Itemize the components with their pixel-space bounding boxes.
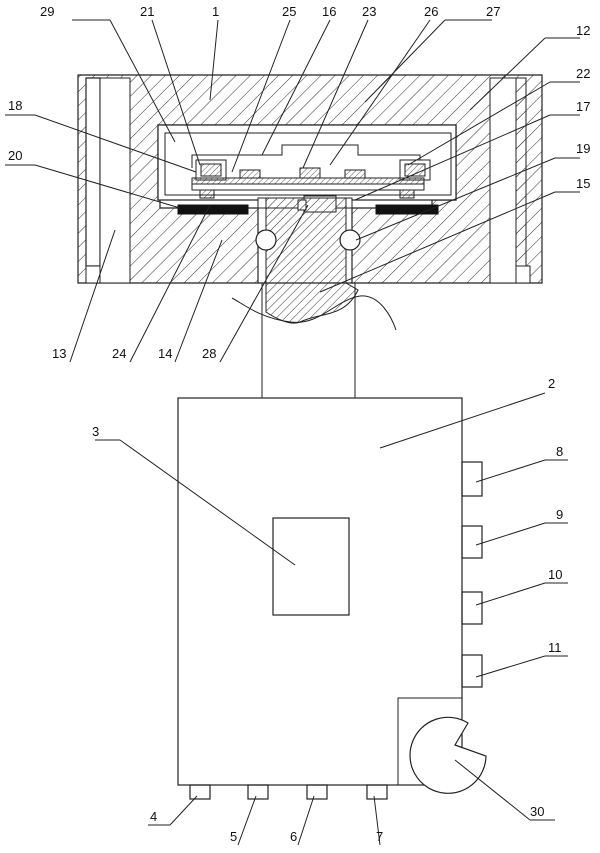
label-16: 16 [322,4,336,19]
part-labels: 1 29 21 25 16 23 26 27 12 22 17 19 15 18… [8,4,590,844]
wheel [409,716,487,794]
label-23: 23 [362,4,376,19]
label-24: 24 [112,346,126,361]
label-17: 17 [576,99,590,114]
label-22: 22 [576,66,590,81]
leader-lines [5,19,580,846]
label-8: 8 [556,444,563,459]
label-19: 19 [576,141,590,156]
label-30: 30 [530,804,544,819]
label-3: 3 [92,424,99,439]
label-2: 2 [548,376,555,391]
label-27: 27 [486,4,500,19]
label-7: 7 [376,829,383,844]
label-10: 10 [548,567,562,582]
housing-section [77,74,543,331]
display-panel [272,517,350,616]
label-18: 18 [8,98,22,113]
label-21: 21 [140,4,154,19]
label-9: 9 [556,507,563,522]
label-12: 12 [576,23,590,38]
label-20: 20 [8,148,22,163]
label-26: 26 [424,4,438,19]
label-6: 6 [290,829,297,844]
label-11: 11 [548,640,562,655]
label-5: 5 [230,829,237,844]
label-25: 25 [282,4,296,19]
shaft [265,197,359,324]
label-1: 1 [212,4,219,19]
label-4: 4 [150,809,157,824]
control-box [177,397,487,800]
label-14: 14 [158,346,172,361]
label-13: 13 [52,346,66,361]
label-29: 29 [40,4,54,19]
label-15: 15 [576,176,590,191]
label-28: 28 [202,346,216,361]
